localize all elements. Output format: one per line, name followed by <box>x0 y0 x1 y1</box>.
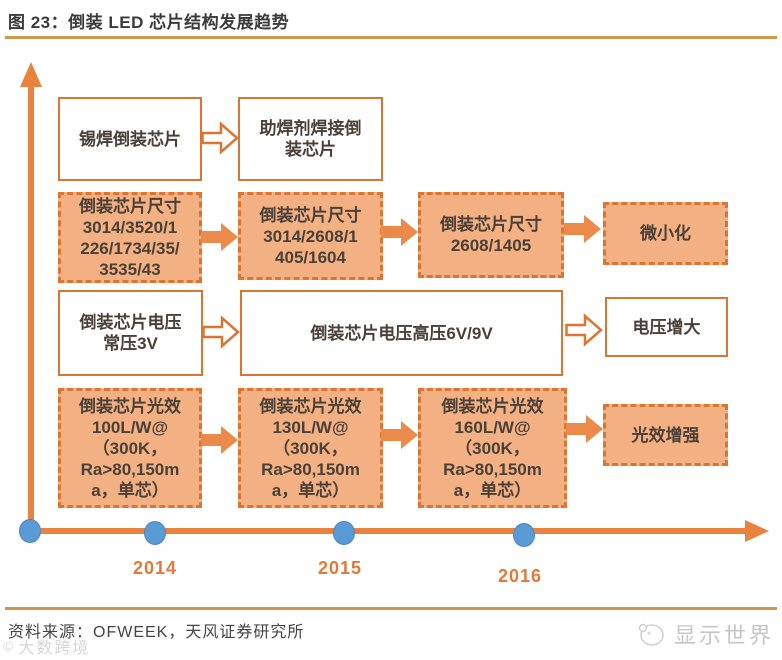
hollow-arrow-right-icon <box>202 315 240 349</box>
box-solder-flipchip: 锡焊倒装芯片 <box>58 97 202 181</box>
timeline-dot-2016 <box>513 523 535 547</box>
hollow-arrow-right-icon <box>201 121 239 155</box>
solid-arrow-right-icon <box>201 223 238 251</box>
solid-arrow-right-icon <box>566 415 603 443</box>
box-size-trend-miniaturization: 微小化 <box>603 202 728 265</box>
box-efficacy-trend-enhanced: 光效增强 <box>603 404 728 466</box>
box-voltage-2014: 倒装芯片电压 常压3V <box>58 290 203 376</box>
box-size-2015: 倒装芯片尺寸 3014/2608/1 405/1604 <box>238 192 383 280</box>
timeline-axis-line <box>28 528 748 534</box>
watermark: © 大数跨境 <box>3 634 90 658</box>
hollow-arrow-right-icon <box>565 313 603 347</box>
box-efficacy-2014: 倒装芯片光效 100L/W@ （300K， Ra>80,150m a，单芯） <box>58 388 202 508</box>
box-flux-welded-flipchip: 助焊剂焊接倒 装芯片 <box>238 97 383 181</box>
box-efficacy-2016: 倒装芯片光效 160L/W@ （300K， Ra>80,150m a，单芯） <box>418 388 567 508</box>
box-size-2016: 倒装芯片尺寸 2608/1405 <box>418 192 564 278</box>
box-voltage-trend-increase: 电压增大 <box>605 297 728 357</box>
brand-name: 显示世界 <box>673 623 774 648</box>
brand-badge: 显示世界 <box>636 618 774 650</box>
brand-mascot-icon <box>638 623 664 646</box>
box-voltage-high: 倒装芯片电压高压6V/9V <box>240 290 563 376</box>
solid-arrow-right-icon <box>201 426 238 454</box>
watermark-logo-icon: © <box>3 638 16 654</box>
year-label-2016: 2016 <box>497 566 543 586</box>
vertical-axis-arrowhead-icon <box>20 62 42 87</box>
watermark-text: 大数跨境 <box>18 640 91 657</box>
source-note: 资料来源：OFWEEK，天风证券研究所 <box>8 624 305 641</box>
vertical-axis-line <box>28 85 34 531</box>
solid-arrow-right-icon <box>381 218 418 246</box>
box-efficacy-2015: 倒装芯片光效 130L/W@ （300K， Ra>80,150m a，单芯） <box>238 388 383 508</box>
box-size-2014: 倒装芯片尺寸 3014/3520/1 226/1734/35/ 3535/43 <box>58 192 202 283</box>
timeline-dot-2015 <box>333 521 355 545</box>
title-divider <box>5 36 777 39</box>
year-label-2014: 2014 <box>132 558 178 578</box>
solid-arrow-right-icon <box>564 215 601 243</box>
year-label-2015: 2015 <box>317 558 363 578</box>
timeline-dot-2014 <box>144 521 166 545</box>
solid-arrow-right-icon <box>381 421 418 449</box>
figure-title: 图 23：倒装 LED 芯片结构发展趋势 <box>8 13 290 32</box>
footer-divider <box>5 607 777 610</box>
timeline-dot-origin <box>19 519 41 543</box>
timeline-axis-arrowhead-icon <box>745 520 769 542</box>
